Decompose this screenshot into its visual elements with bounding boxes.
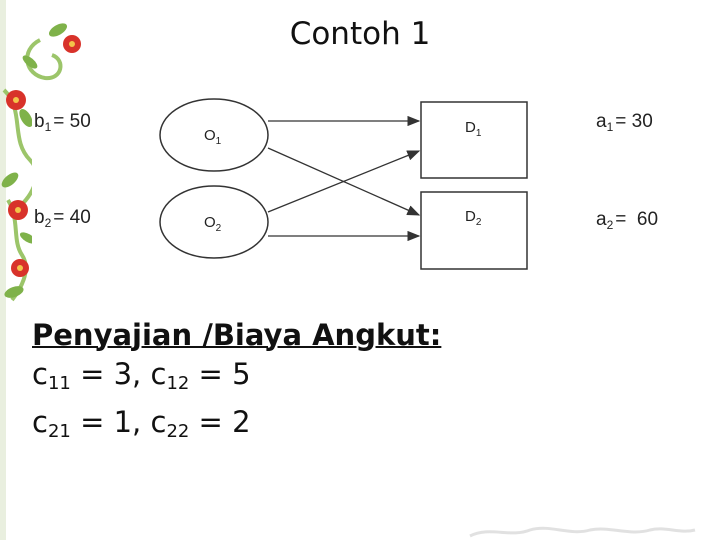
cost-line-2: c21 = 1, c22 = 2 — [32, 403, 441, 451]
cost-c21-value: = 1, — [70, 405, 151, 439]
destination-label-d1: D1 — [465, 119, 482, 139]
cost-c11-value: = 3, — [70, 357, 151, 391]
flower-icon — [63, 35, 81, 53]
cost-c12-value: = 5 — [189, 357, 251, 391]
source-node-o1 — [159, 98, 269, 172]
flower-icon — [8, 200, 28, 220]
source-node-o2 — [159, 185, 269, 259]
cost-heading: Penyajian /Biaya Angkut: — [32, 318, 442, 352]
cost-c11-var: c — [32, 357, 48, 391]
cost-c22-value: = 2 — [189, 405, 251, 439]
cost-c22-sub: 22 — [166, 421, 190, 442]
demand-label-a2: a2= 60 — [596, 209, 658, 232]
watermark — [469, 526, 696, 538]
source-label-o1: O1 — [204, 127, 222, 147]
cost-c11-sub: 11 — [47, 373, 71, 394]
slide-border — [0, 0, 6, 540]
supply-label-b2: b2= 40 — [34, 207, 91, 230]
cost-text: Penyajian /Biaya Angkut: c11 = 3, c12 = … — [32, 316, 441, 451]
destination-label-d2: D2 — [465, 208, 482, 228]
cost-c22-var: c — [150, 405, 167, 439]
supply-label-b1: b1= 50 — [34, 111, 91, 134]
floral-decoration — [1, 23, 81, 302]
flower-icon — [6, 90, 26, 110]
source-label-o2: O2 — [204, 214, 222, 234]
demand-label-a1: a1= 30 — [596, 111, 653, 134]
flower-icon — [11, 259, 29, 277]
label-panel — [32, 88, 152, 274]
slide-title: Contoh 1 — [289, 16, 431, 52]
transport-diagram: b1= 50 b2= 40 O1 O2 D1 D2 a1= 30 a2= 60 — [32, 88, 659, 274]
cost-c12-sub: 12 — [166, 373, 190, 394]
cost-c12-var: c — [150, 357, 167, 391]
cost-line-1: c11 = 3, c12 = 5 — [32, 355, 441, 403]
destination-node-d1 — [420, 101, 528, 179]
route-arrow-o2-d1 — [267, 150, 421, 213]
destination-node-d2 — [420, 191, 528, 270]
cost-c21-sub: 21 — [47, 421, 71, 442]
cost-c21-var: c — [32, 405, 48, 439]
